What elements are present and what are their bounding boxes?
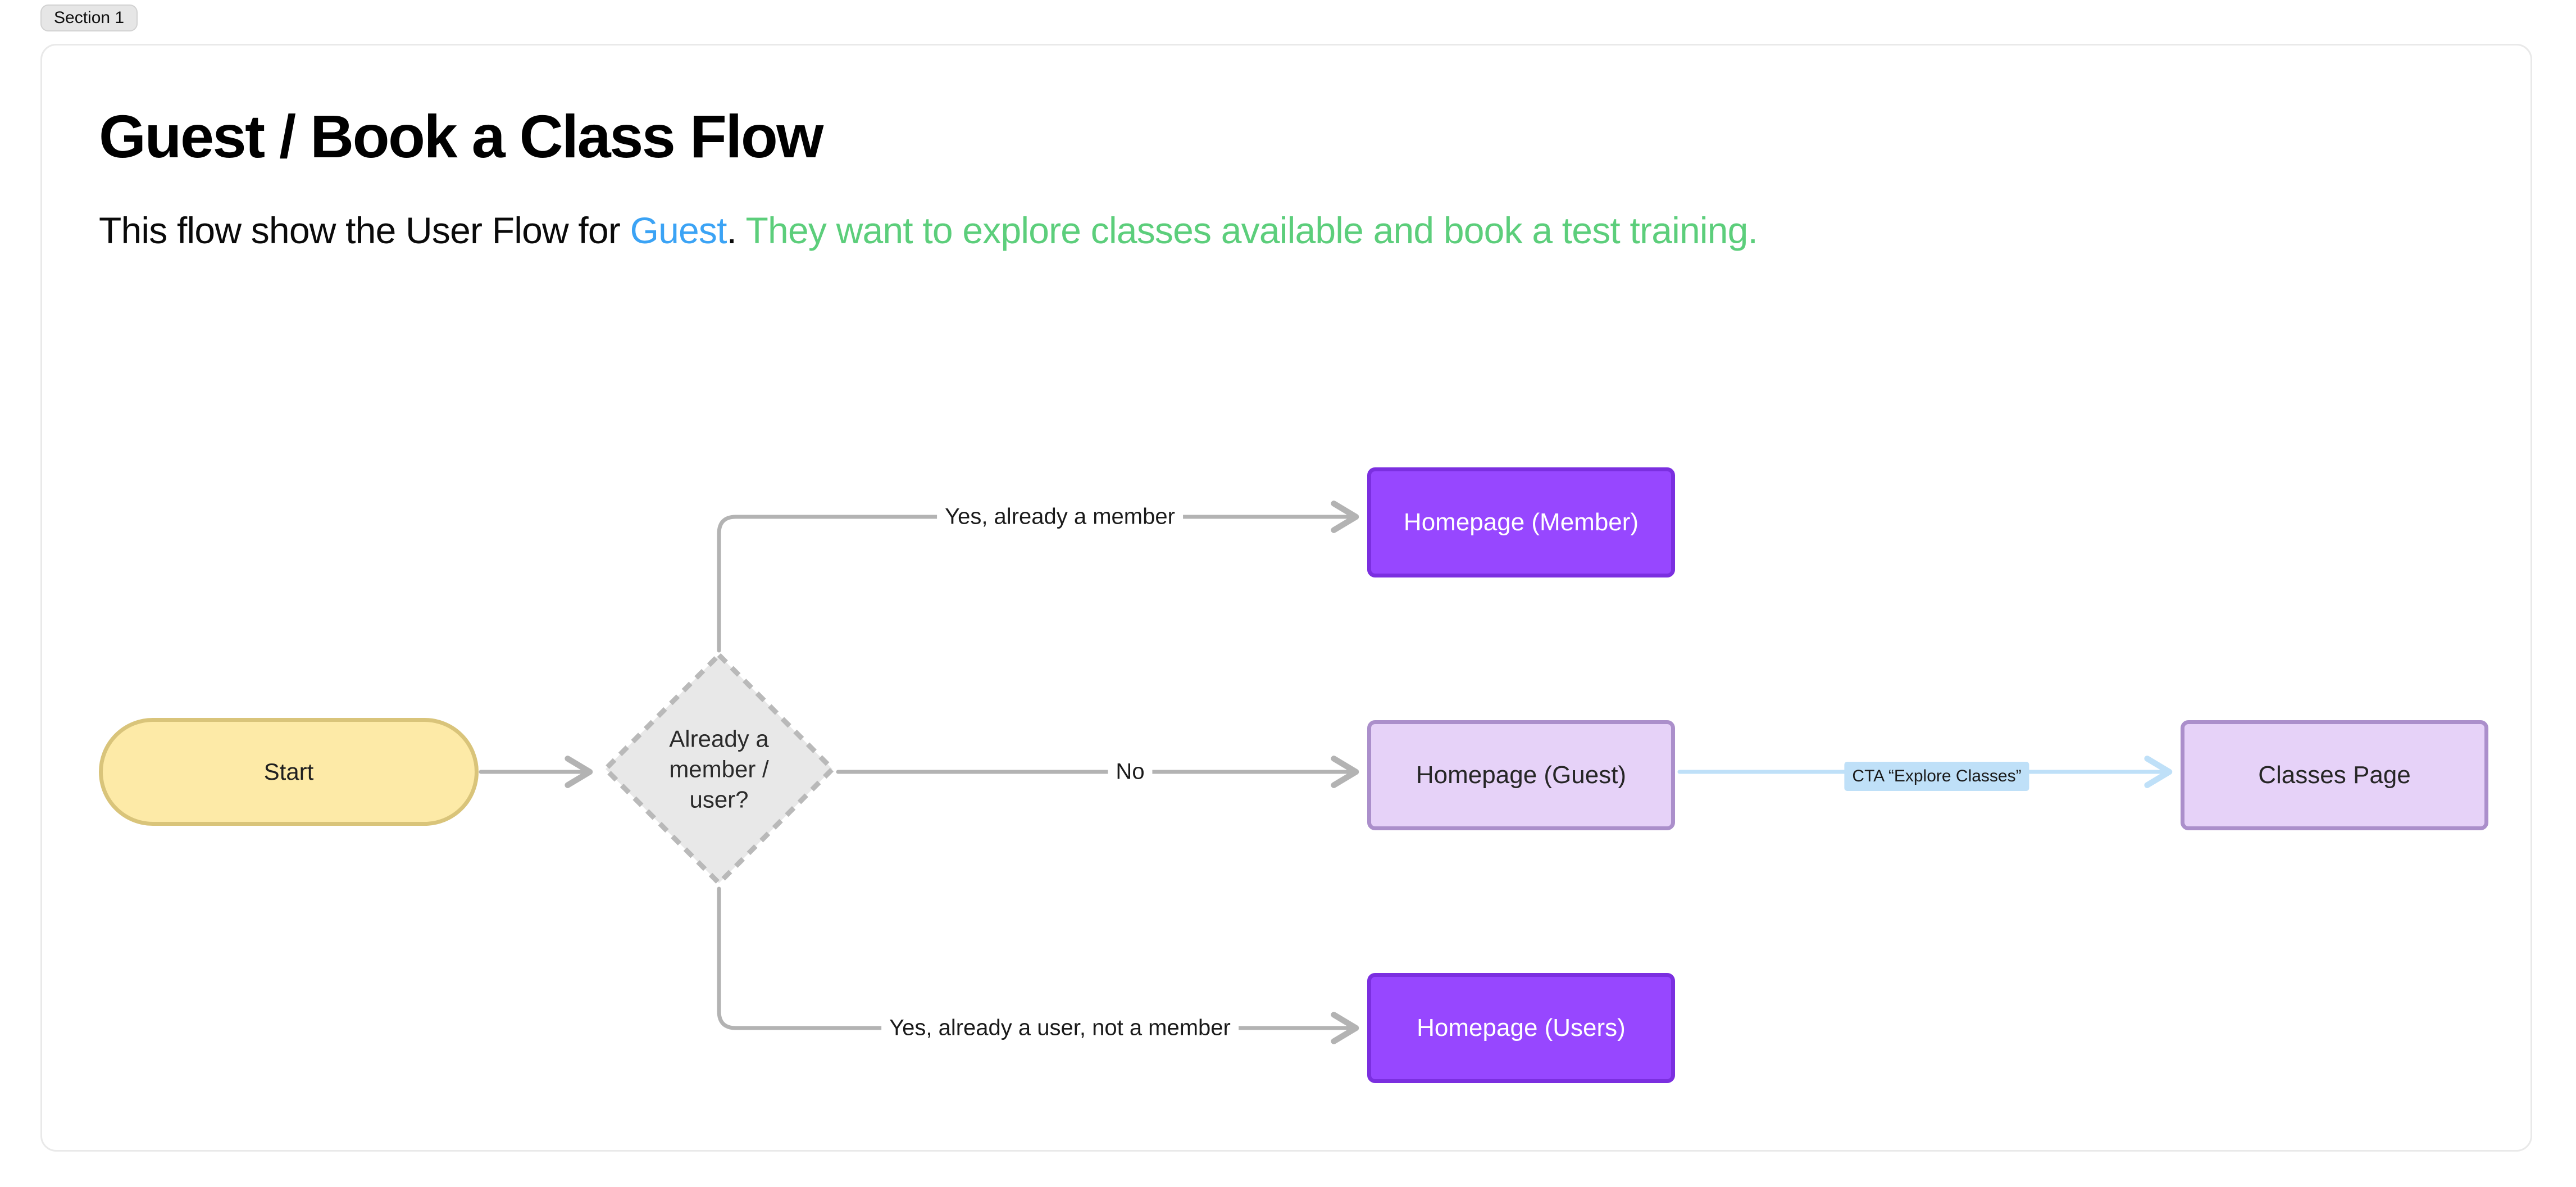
edge-label-cta-explore-classes[interactable]: CTA “Explore Classes” <box>1844 762 2029 791</box>
node-classes-page[interactable]: Classes Page <box>2181 720 2488 830</box>
node-homepage-member-label: Homepage (Member) <box>1403 508 1639 536</box>
node-classes-page-label: Classes Page <box>2258 761 2411 789</box>
node-decision-already-member-user[interactable]: Already a member / user? <box>602 652 836 886</box>
edge-label-no: No <box>1108 757 1153 787</box>
subtitle-punctuation: . <box>726 210 746 251</box>
node-start[interactable]: Start <box>99 718 479 826</box>
node-start-label: Start <box>263 758 314 785</box>
node-homepage-guest[interactable]: Homepage (Guest) <box>1367 720 1675 830</box>
page-subtitle: This flow show the User Flow for Guest. … <box>99 209 1758 252</box>
node-decision-label: Already a member / user? <box>669 725 769 812</box>
page-title: Guest / Book a Class Flow <box>99 102 823 170</box>
node-homepage-guest-label: Homepage (Guest) <box>1416 761 1627 789</box>
subtitle-prefix: This flow show the User Flow for <box>99 210 630 251</box>
subtitle-green-text: They want to explore classes available a… <box>745 210 1758 251</box>
edge-label-yes-already-user: Yes, already a user, not a member <box>881 1013 1239 1043</box>
subtitle-highlight-guest: Guest <box>630 210 727 251</box>
node-homepage-users[interactable]: Homepage (Users) <box>1367 973 1675 1083</box>
diamond-shape <box>603 652 835 886</box>
section-badge[interactable]: Section 1 <box>40 4 138 31</box>
section-badge-label: Section 1 <box>54 8 125 27</box>
node-homepage-users-label: Homepage (Users) <box>1417 1014 1626 1042</box>
edge-label-yes-already-member: Yes, already a member <box>937 502 1183 532</box>
node-homepage-member[interactable]: Homepage (Member) <box>1367 467 1675 577</box>
